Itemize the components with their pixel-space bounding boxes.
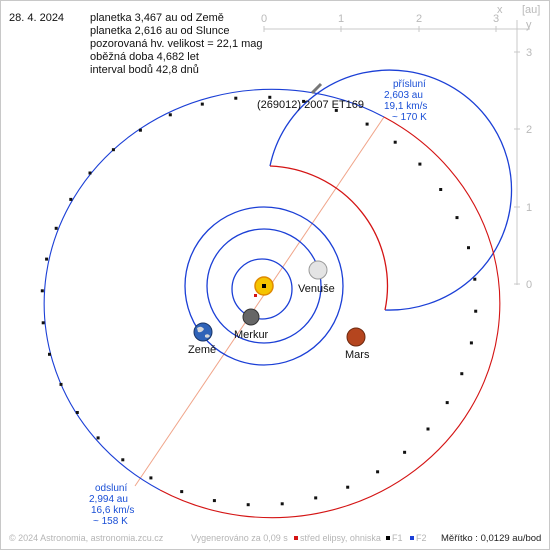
asteroid-orbit-north [43,88,385,491]
orbit-point [439,188,443,191]
mars-orbit-south [269,165,389,311]
mars-planet [346,327,366,347]
orbit-point [314,496,318,500]
right-tick-2: 2 [526,124,532,136]
orbit-point [455,216,459,220]
top-axis-ticks [263,26,497,32]
legend-center-swatch [294,536,298,540]
orbit-point [149,476,153,480]
venus-label: Venuše [298,283,335,295]
orbit-point [467,246,470,250]
venus-planet [308,260,328,280]
orbit-point [365,122,369,126]
mars-orbit-north [269,69,513,311]
orbit-point [41,321,45,325]
orbit-point [445,401,449,405]
orbit-point [473,277,477,281]
orbit-point [234,96,238,100]
top-tick-0: 0 [261,13,267,25]
mars-label: Mars [345,349,370,361]
orbit-point [212,499,216,503]
right-tick-3: 3 [526,47,532,59]
legend-center-label: střed elipsy, ohniska [300,533,381,543]
date-label: 28. 4. 2024 [9,12,65,24]
orbit-point [111,148,115,152]
apsides-line [134,116,385,487]
x-axis-label: x [497,4,503,16]
orbit-point [403,450,407,454]
orbit-point [474,309,478,313]
orbit-point [426,427,430,431]
earth-label: Země [188,344,216,356]
perihelion-title: přísluní [393,79,426,90]
orbit-point [268,95,272,99]
orbit-point [469,341,473,345]
orbit-point [302,99,306,103]
right-tick-0: 0 [526,279,532,291]
orbit-point [334,108,338,112]
y-axis-label: y [526,19,532,31]
top-tick-1: 1 [338,13,344,25]
orbit-point [69,197,73,201]
aphelion-temperature: ~ 158 K [93,516,128,527]
earth-orbit [184,206,344,366]
sun-focus-marker [262,284,266,288]
info-distance-earth: planetka 3,467 au od Země [90,12,224,24]
info-distance-sun: planetka 2,616 au od Slunce [90,25,230,37]
earth-continents [197,326,210,338]
right-tick-1: 1 [526,202,532,214]
orbit-point [75,411,79,414]
top-tick-2: 2 [416,13,422,25]
orbit-point [88,171,92,175]
mercury-planet [242,308,260,326]
orbit-point [200,102,204,106]
info-interval: interval bodů 42,8 dnů [90,64,199,76]
earth-planet [193,322,213,342]
aphelion-distance: 2,994 au [89,494,128,505]
orbit-point [418,162,422,166]
unit-label: [au] [522,4,540,16]
asteroid-name: (269012) 2007 ET169 [257,99,364,111]
orbit-point [168,113,172,117]
orbit-point [138,128,142,132]
legend-f1-label: F1 [392,533,403,543]
aphelion-speed: 16,6 km/s [91,505,134,516]
mercury-orbit [231,258,293,320]
aphelion-title: odsluní [95,483,127,494]
legend-f2-swatch [410,536,414,540]
orbit-point [96,436,100,440]
mercury-label: Merkur [234,329,269,341]
perihelion-distance: 2,603 au [384,90,423,101]
orbit-point [460,372,464,376]
orbit-point [280,502,284,506]
legend-f1-swatch [386,536,390,540]
orbit-point [180,490,184,494]
orbit-interval-points [40,95,478,507]
orbit-point [376,470,380,474]
perihelion-temperature: ~ 170 K [392,112,427,123]
venus-orbit [206,228,322,344]
asteroid-marker [310,82,323,95]
generation-time: Vygenerováno za 0,09 s [191,533,288,543]
scale-label: Měřítko : 0,0129 au/bod [441,533,541,544]
orbit-point [59,382,63,386]
orbit-point [346,485,350,489]
legend-f2-label: F2 [416,533,427,543]
orbit-point [246,503,250,507]
top-tick-3: 3 [493,13,499,25]
orbit-point [48,352,51,356]
orbit-point [121,458,125,462]
orbit-point [54,226,58,230]
orbit-point [45,257,49,261]
orbit-point [40,289,44,293]
info-period: oběžná doba 4,682 let [90,51,199,63]
info-magnitude: pozorovaná hv. velikost = 22,1 mag [90,38,263,50]
ellipse-center-marker [254,294,257,297]
perihelion-speed: 19,1 km/s [384,101,427,112]
right-axis-ticks [514,51,520,285]
asteroid-orbit-south [159,116,501,519]
orbit-point [393,140,397,144]
copyright-text: © 2024 Astronomia, astronomia.zcu.cz [9,533,164,543]
